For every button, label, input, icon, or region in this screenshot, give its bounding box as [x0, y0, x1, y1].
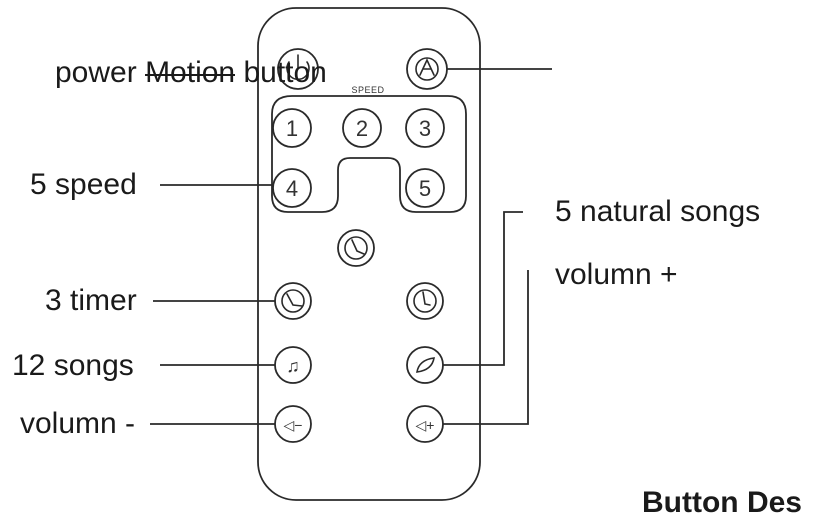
- speed-label-2: 2: [356, 116, 368, 141]
- volume-minus-label: volumn -: [20, 407, 136, 440]
- leader-line-natural-songs: [443, 211, 523, 366]
- volume-plus-label: volumn +: [555, 258, 678, 291]
- speed-button-2[interactable]: [342, 108, 382, 148]
- leaf-icon: [416, 357, 435, 373]
- timer-button-right[interactable]: [406, 282, 444, 320]
- speed-button-1[interactable]: [272, 108, 312, 148]
- five-speed-label: 5 speed: [30, 168, 137, 201]
- speed-label-3: 3: [419, 116, 431, 141]
- remote-body: [257, 7, 481, 501]
- bottom-caption: Button Des: [642, 486, 802, 519]
- speed-label-5: 5: [419, 176, 431, 201]
- music-note-icon: ♫: [286, 356, 300, 376]
- power-icon: [286, 54, 310, 81]
- three-timer-label: 3 timer: [45, 284, 137, 317]
- button-label: button: [243, 56, 327, 89]
- speed-panel-outline: [271, 95, 467, 213]
- twelve-songs-label: 12 songs: [12, 349, 134, 382]
- timer-icon: [281, 289, 305, 313]
- power-motion-label: power Motion button: [55, 58, 327, 88]
- speed-label-4: 4: [286, 176, 298, 201]
- power-label: power: [55, 56, 137, 89]
- speed-heading: SPEED: [351, 85, 384, 95]
- timer-button-center[interactable]: [337, 229, 375, 267]
- motion-icon: [415, 57, 439, 81]
- natural-songs-label: 5 natural songs: [555, 195, 761, 228]
- volume-up-icon: ◁+: [416, 417, 435, 433]
- speed-label-1: 1: [286, 116, 298, 141]
- volume-down-icon: ◁−: [284, 417, 303, 433]
- timer-button-left[interactable]: [274, 282, 312, 320]
- speed-button-3[interactable]: [405, 108, 445, 148]
- speed-button-5[interactable]: [405, 168, 445, 208]
- speed-button-4[interactable]: [272, 168, 312, 208]
- remote-diagram: SPEED 1 2 3 4 5 ♫ ◁− ◁+: [150, 7, 552, 501]
- motion-struck-label: Motion: [145, 56, 236, 89]
- timer-icon: [344, 236, 368, 260]
- natural-songs-button[interactable]: [406, 346, 444, 384]
- leader-line-volume-plus: [443, 270, 529, 425]
- timer-icon: [413, 289, 437, 313]
- power-button[interactable]: [277, 48, 319, 90]
